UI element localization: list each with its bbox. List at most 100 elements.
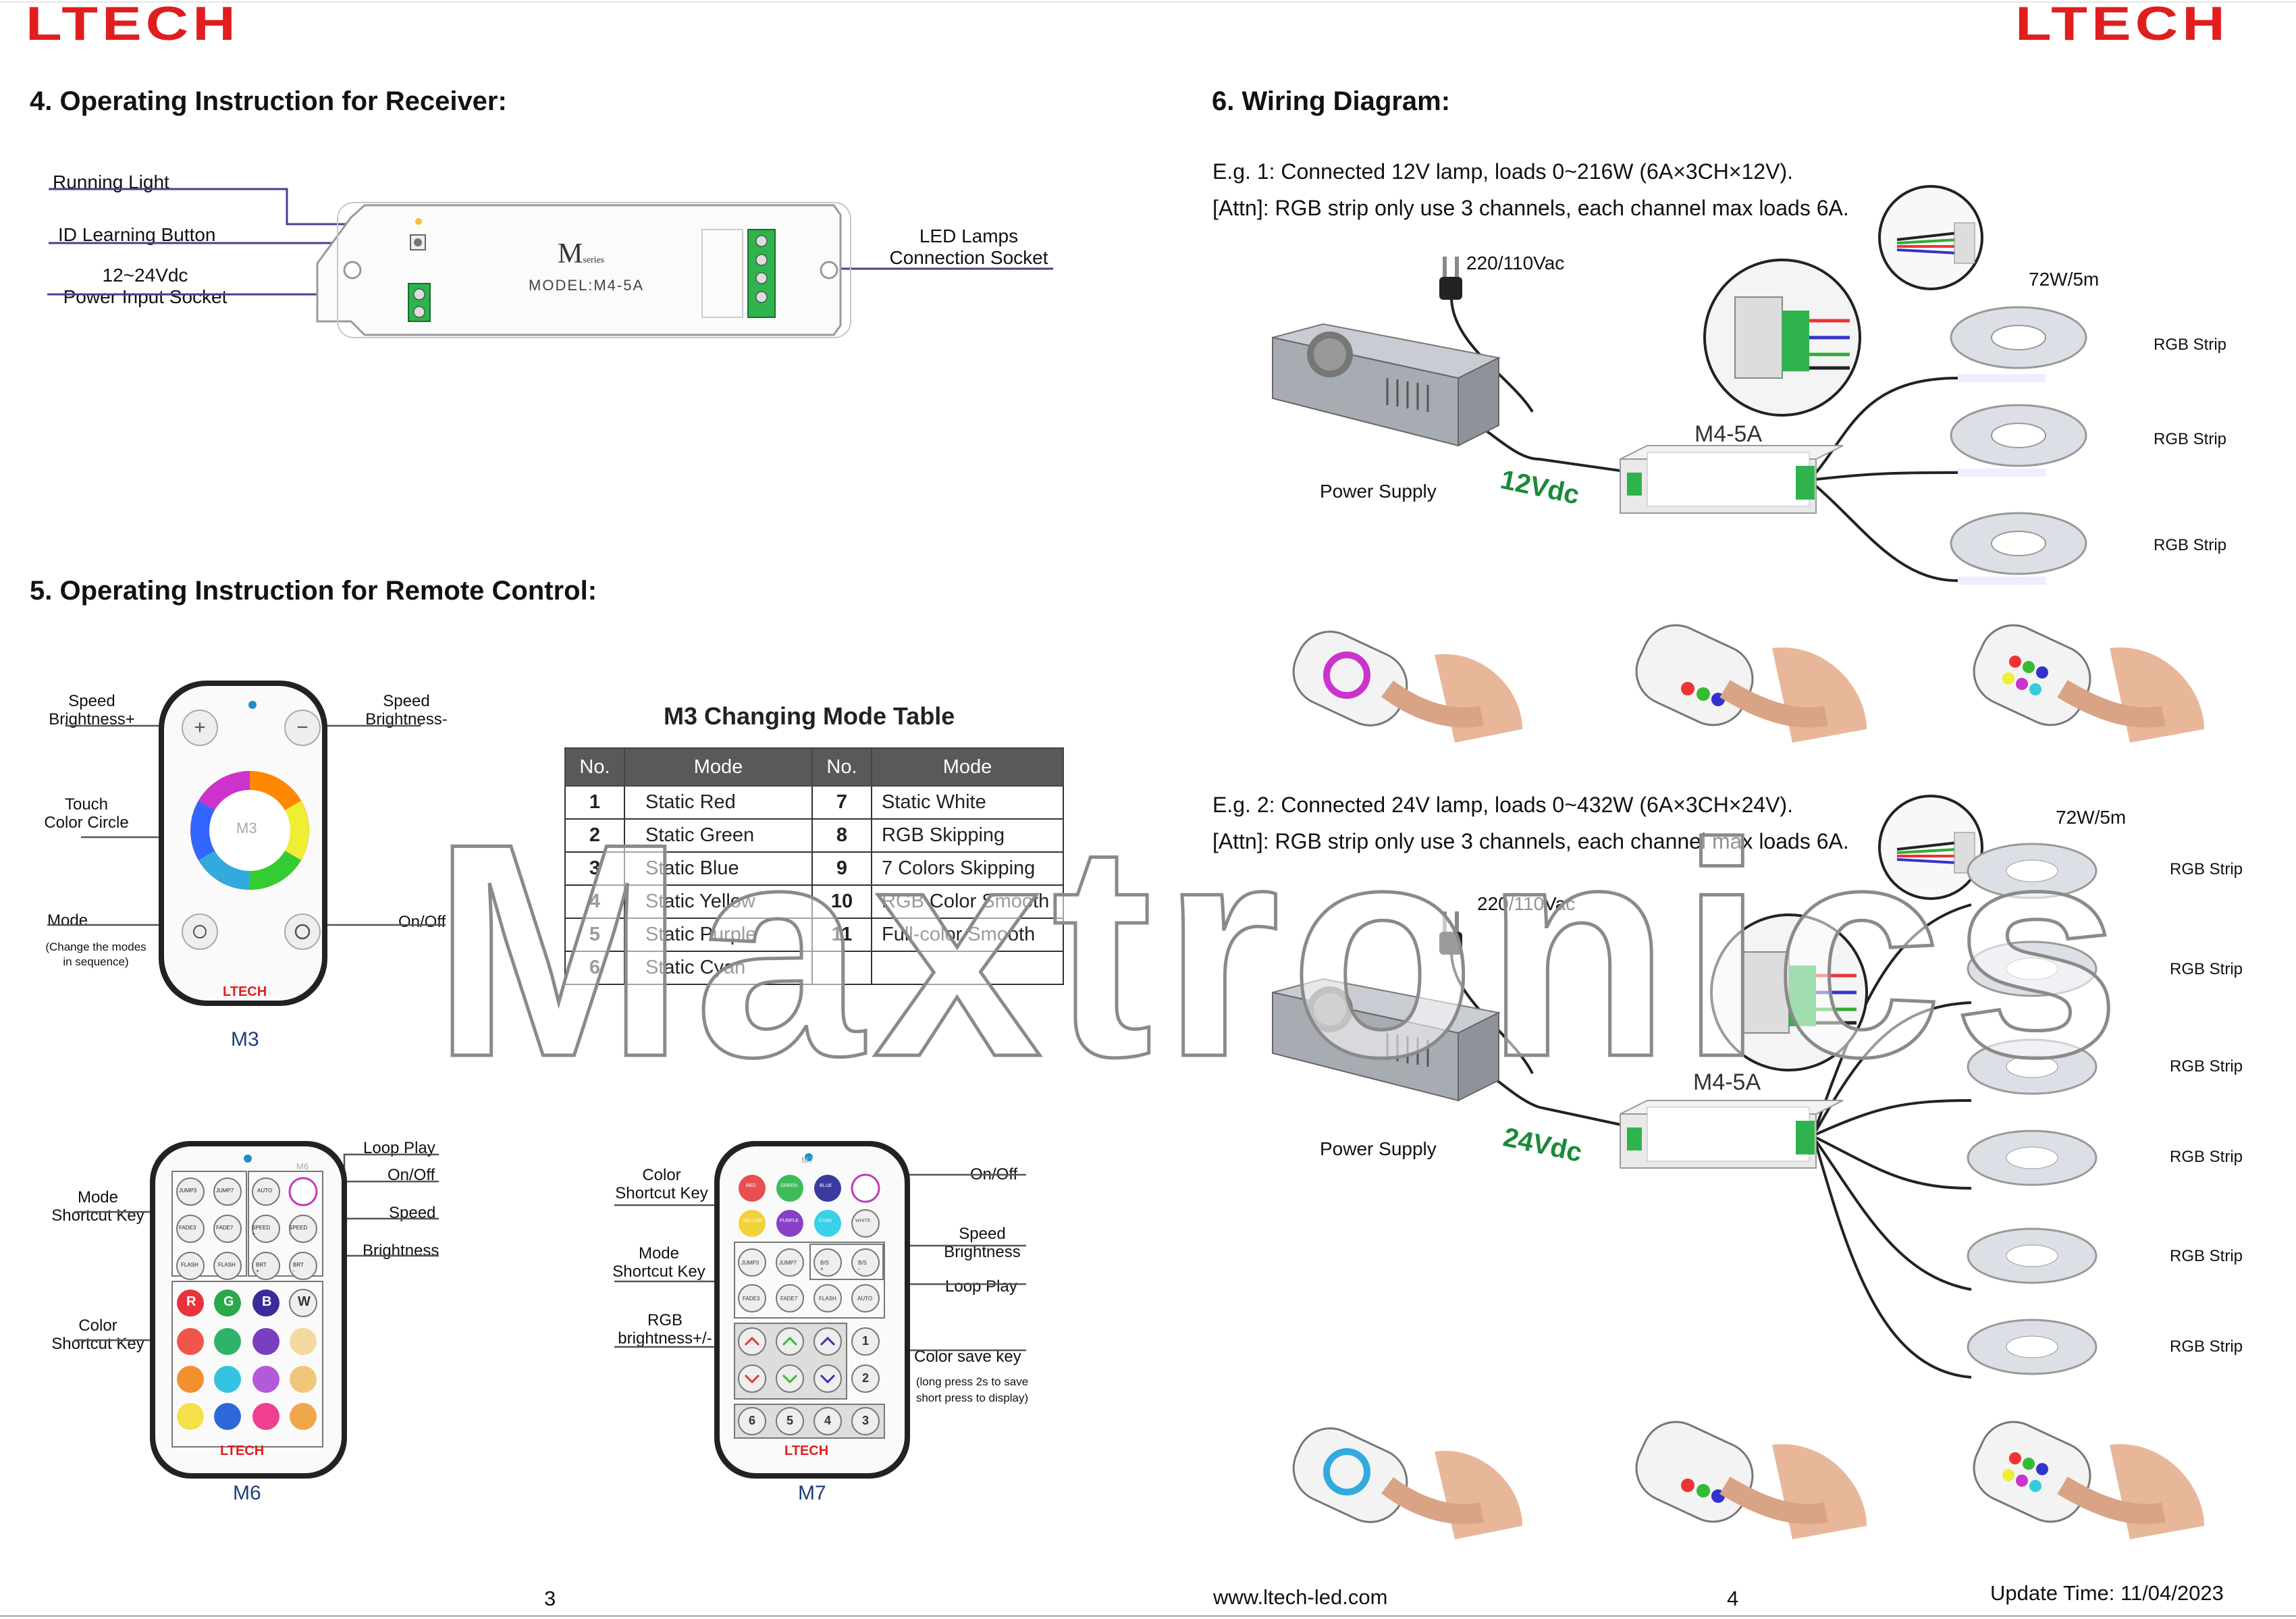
device-series-sub: series — [583, 255, 605, 265]
m7-key-jump7[interactable]: JUMP7 — [779, 1260, 797, 1266]
top-rule — [0, 1, 2296, 3]
brand-logo-right: LTECH — [2015, 0, 2229, 51]
label-power-input: 12~24Vdc Power Input Socket — [47, 265, 243, 308]
m3-touch-l2: Color Circle — [44, 814, 129, 832]
section6-title: 6. Wiring Diagram: — [1212, 86, 1451, 116]
m6-color-l2: Shortcut Key — [51, 1335, 144, 1353]
m6-key-g[interactable]: G — [223, 1294, 234, 1309]
m7-label-loop: Loop Play — [945, 1277, 1017, 1296]
m7-key-blue[interactable]: BLUE — [820, 1184, 832, 1188]
table-cell: 3 — [564, 851, 625, 886]
m3-mode-note-l2: in sequence) — [63, 955, 129, 968]
eg2-mains-label: 220/110Vac — [1477, 893, 1576, 914]
m6-key-flash-2[interactable]: FLASH — [218, 1262, 236, 1268]
m7-key-jump3[interactable]: JUMP3 — [741, 1260, 759, 1266]
m6-key-flash[interactable]: FLASH — [181, 1262, 198, 1268]
m6-key-b[interactable]: B — [262, 1294, 272, 1309]
m7-key-cyan[interactable]: CYAN — [819, 1219, 832, 1223]
m7-key-3[interactable]: 3 — [862, 1414, 870, 1427]
footer-update-time: Update Time: 11/04/2023 — [1990, 1581, 2224, 1605]
m7-key-purple[interactable]: PURPLE — [780, 1219, 799, 1223]
label-led-line1: LED Lamps — [919, 225, 1019, 246]
m7-key-1[interactable]: 1 — [862, 1334, 870, 1348]
m6-key-fade7[interactable]: FADE7 — [216, 1225, 234, 1231]
m3-caption: M3 — [231, 1028, 259, 1051]
footer-rule — [0, 1615, 2296, 1617]
table-cell: Static Red — [624, 785, 813, 820]
m6-key-jump7[interactable]: JUMP7 — [216, 1188, 234, 1194]
m7-rgb-l2: brightness+/- — [618, 1329, 712, 1348]
table-cell: 10 — [811, 884, 872, 919]
m6-key-fade3[interactable]: FADE3 — [179, 1225, 196, 1231]
svg-text:−: − — [296, 716, 309, 739]
eg2-strip-label-6: RGB Strip — [2170, 1337, 2243, 1356]
table-cell: RGB Skipping — [871, 818, 1064, 853]
m7-key-white[interactable]: WHITE — [855, 1219, 871, 1223]
m6-key-auto[interactable]: AUTO — [257, 1188, 273, 1194]
table-row: 5 Static Purple 11 Full-color Smooth — [564, 918, 1064, 952]
m7-key-5[interactable]: 5 — [786, 1414, 794, 1427]
m7-key-fade3[interactable]: FADE3 — [743, 1296, 760, 1302]
m7-caption: M7 — [798, 1482, 826, 1504]
mode-table-h-mode1: Mode — [624, 747, 813, 787]
table-cell: 6 — [564, 951, 625, 985]
m7-brand: LTECH — [784, 1443, 829, 1458]
m6-key-r[interactable]: R — [186, 1294, 196, 1309]
m7-key-2[interactable]: 2 — [862, 1371, 870, 1385]
m6-key-brt-plus[interactable]: BRT + — [256, 1262, 267, 1274]
m7-label-color: Color Shortcut Key — [608, 1166, 716, 1202]
m6-key-speed-minus[interactable]: SPEED - — [289, 1225, 308, 1237]
eg1-power-supply-label: Power Supply — [1320, 481, 1437, 502]
wiring-diagram-2 — [1272, 795, 2098, 1379]
m6-brand: LTECH — [220, 1443, 265, 1458]
table-row: 4 Static Yellow 10 RGB Color Smooth — [564, 884, 1064, 919]
m6-label-brightness: Brightness — [363, 1242, 439, 1260]
m7-rgb-l1: RGB — [647, 1311, 683, 1329]
m7-key-bs-minus[interactable]: B/S - — [858, 1260, 867, 1272]
brand-logo-left: LTECH — [26, 0, 240, 51]
m7-color-l2: Shortcut Key — [615, 1184, 708, 1202]
footer-url[interactable]: www.ltech-led.com — [1213, 1585, 1388, 1609]
m3-mode-note-l1: (Change the modes — [45, 940, 146, 953]
m7-key-fade7[interactable]: FADE7 — [780, 1296, 798, 1302]
eg2-controller-label: M4-5A — [1693, 1069, 1761, 1095]
m6-label-color: Color Shortcut Key — [41, 1317, 155, 1353]
m7-save-note-l1: (long press 2s to save — [915, 1375, 1029, 1388]
m7-key-auto[interactable]: AUTO — [857, 1296, 873, 1302]
device-model: MODEL:M4-5A — [529, 277, 645, 294]
table-cell: Static Cyan — [624, 951, 813, 985]
m7-key-4[interactable]: 4 — [824, 1414, 832, 1427]
m7-save-note: (long press 2s to save short press to di… — [905, 1374, 1040, 1406]
table-cell: 7 — [811, 785, 872, 820]
m7-key-red[interactable]: RED — [746, 1184, 756, 1188]
table-row: 3 Static Blue 9 7 Colors Skipping — [564, 851, 1064, 886]
label-id-learning-button: ID Learning Button — [58, 224, 216, 245]
eg2-strip-label-4: RGB Strip — [2170, 1148, 2243, 1166]
device-series: M — [558, 238, 583, 269]
table-cell: 5 — [564, 918, 625, 952]
eg1-strip-label-2: RGB Strip — [2154, 430, 2227, 448]
label-power-line2: Power Input Socket — [63, 286, 228, 307]
m6-color-l1: Color — [78, 1317, 117, 1335]
m6-model-tag: M6 — [296, 1161, 309, 1171]
m3-touch-l1: Touch — [64, 795, 109, 814]
eg2-strip-label-1: RGB Strip — [2170, 860, 2243, 878]
m6-key-w[interactable]: W — [298, 1294, 311, 1309]
m6-key-speed-plus[interactable]: SPEED + — [252, 1225, 271, 1237]
m6-key-brt-minus[interactable]: BRT - — [293, 1262, 304, 1274]
eg2-strip-label-5: RGB Strip — [2170, 1247, 2243, 1265]
m7-key-6[interactable]: 6 — [749, 1414, 756, 1427]
eg1-strip-label-3: RGB Strip — [2154, 536, 2227, 554]
eg2-line2: [Attn]: RGB strip only use 3 channels, e… — [1212, 829, 1849, 853]
label-led-connection: LED Lamps Connection Socket — [878, 225, 1060, 269]
mode-table: No. Mode No. Mode 1 Static Red 7 Static … — [564, 747, 1064, 985]
device-series-mark: Mseries — [558, 238, 604, 270]
m7-key-green[interactable]: GREEN — [780, 1184, 797, 1188]
m7-model-tag: M7 — [801, 1155, 814, 1165]
mode-table-title: M3 Changing Mode Table — [664, 702, 955, 730]
m7-key-bs-plus[interactable]: B/S + — [820, 1260, 829, 1272]
table-cell: RGB Color Smooth — [871, 884, 1064, 919]
m7-key-flash[interactable]: FLASH — [819, 1296, 836, 1302]
m6-key-jump3[interactable]: JUMP3 — [179, 1188, 197, 1194]
m7-key-yellow[interactable]: YELLOW — [743, 1219, 763, 1223]
